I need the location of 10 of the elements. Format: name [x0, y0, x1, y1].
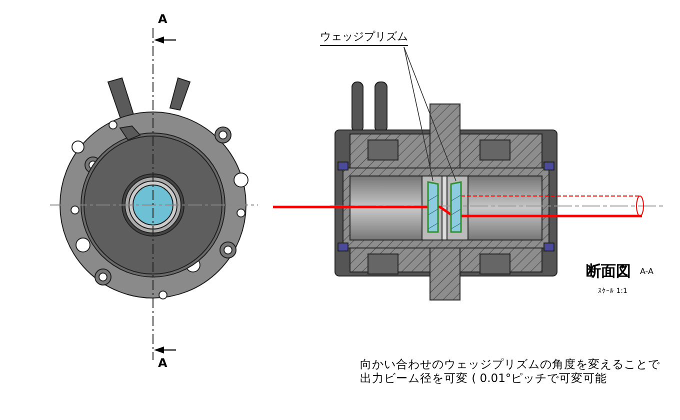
section-label: A: [158, 356, 168, 370]
view-title: 断面図: [586, 262, 631, 280]
wedge-prism: [427, 181, 439, 233]
part-label: ウェッジプリズム: [320, 30, 408, 46]
leader-line: [404, 46, 456, 182]
wedge-prism: [450, 181, 462, 233]
section-label: A-A: [640, 267, 654, 277]
leader-line: [404, 46, 434, 182]
note-text: 向かい合わせのウェッジプリズムの角度を変えることで出力ビーム径を可変 ( 0.01°ピッチで可変可能: [360, 358, 660, 386]
section-label: A: [158, 12, 168, 26]
